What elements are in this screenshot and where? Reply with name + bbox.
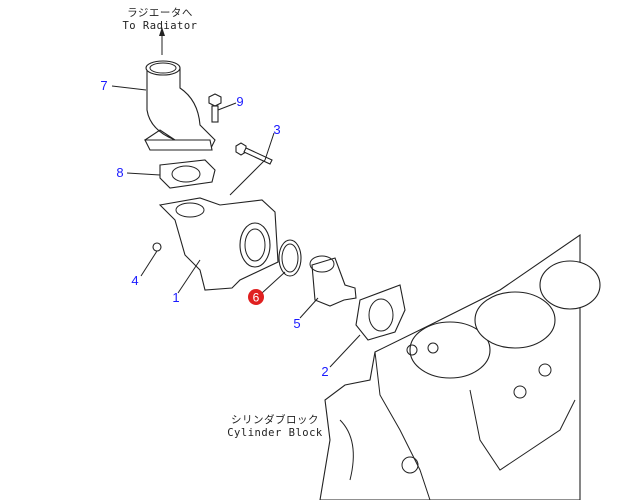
callout-9[interactable]: 9: [236, 94, 243, 109]
block-label-jp: シリンダブロック: [231, 413, 319, 426]
part-5-thermostat: [309, 255, 357, 307]
leader-lines: [111, 85, 361, 368]
callout-1[interactable]: 1: [172, 290, 179, 305]
radiator-label-en: To Radiator: [122, 20, 197, 32]
callout-5[interactable]: 5: [293, 316, 300, 331]
callout-8[interactable]: 8: [116, 165, 123, 180]
part-9-bolt: [208, 93, 222, 123]
callout-6-highlighted[interactable]: 6: [248, 289, 264, 305]
flow-arrow: [159, 27, 165, 55]
radiator-label-jp: ラジエータへ: [127, 7, 193, 19]
part-8-gasket: [159, 159, 216, 189]
part-6-o-ring: [278, 239, 302, 277]
callout-7[interactable]: 7: [100, 78, 107, 93]
cylinder-block: [319, 233, 601, 500]
part-1-thermostat-housing: [152, 197, 279, 291]
part-7-water-outlet: [144, 60, 216, 151]
callout-4[interactable]: 4: [131, 273, 138, 288]
block-label-en: Cylinder Block: [227, 427, 323, 439]
callout-2[interactable]: 2: [321, 364, 328, 379]
part-2-gasket: [355, 284, 406, 341]
callout-3[interactable]: 3: [273, 122, 280, 137]
callout-6[interactable]: 6: [253, 291, 260, 305]
part-3-bolt: [235, 142, 273, 165]
